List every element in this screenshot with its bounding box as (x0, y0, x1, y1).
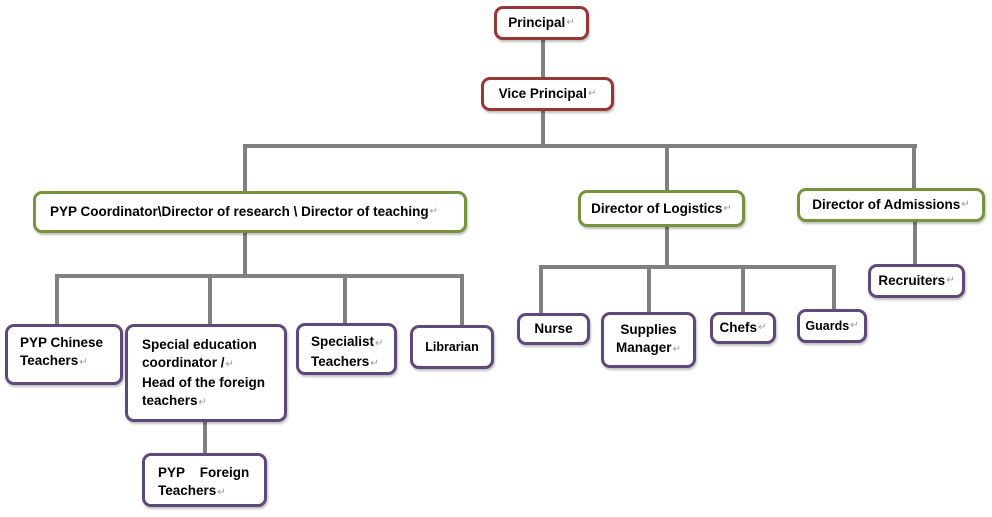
node-pyp-chinese-teachers: PYP Chinese Teachers↵ (5, 324, 123, 385)
node-nurse-label: Nurse (534, 321, 573, 336)
node-pyp-chinese-line2: Teachers (20, 353, 79, 368)
node-specialist-teachers: Specialist↵ Teachers↵ (296, 323, 397, 375)
node-pyp-coordinator: PYP Coordinator\Director of research \ D… (33, 191, 467, 233)
paragraph-mark: ↵ (672, 344, 681, 355)
connector-pyp-down (243, 232, 247, 276)
paragraph-mark: ↵ (961, 199, 970, 210)
node-special-education-coordinator: Special education coordinator /↵ Head of… (125, 324, 287, 422)
connector-to-chinese (55, 274, 59, 326)
node-librarian: Librarian (410, 325, 494, 369)
paragraph-mark: ↵ (587, 88, 597, 99)
connector-to-supplies (647, 265, 651, 315)
node-supplies-line1: Supplies (620, 322, 677, 337)
connector-logistics-down (665, 226, 669, 268)
node-specialist-line2: Teachers (311, 354, 370, 369)
connector-to-librarian (460, 274, 464, 326)
connector-pyp-bus (55, 274, 463, 278)
paragraph-mark: ↵ (429, 206, 438, 217)
node-pyp-coordinator-label: PYP Coordinator\Director of research \ D… (50, 204, 429, 219)
node-specialist-line1: Specialist (311, 334, 375, 349)
node-pyp-chinese-line1: PYP Chinese (20, 335, 104, 350)
node-guards: Guards↵ (797, 309, 867, 343)
node-librarian-label: Librarian (425, 340, 479, 354)
node-vice-principal: Vice Principal↵ (481, 77, 614, 111)
connector-to-nurse (539, 265, 543, 315)
connector-directors-bus (243, 144, 917, 148)
node-principal: Principal↵ (494, 6, 589, 40)
paragraph-mark: ↵ (946, 275, 955, 286)
node-director-admissions: Director of Admissions↵ (797, 188, 985, 222)
connector-principal-vp (541, 38, 545, 80)
node-recruiters-label: Recruiters (878, 273, 946, 288)
node-supplies-line2: Manager (616, 340, 672, 355)
paragraph-mark: ↵ (79, 357, 88, 368)
node-guards-label: Guards (805, 319, 850, 333)
connector-to-special-ed (208, 274, 212, 326)
connector-to-specialist (343, 274, 347, 324)
node-nurse: Nurse (517, 313, 590, 345)
node-pyp-foreign-teachers: PYP Foreign Teachers↵ (142, 453, 267, 507)
node-chefs-label: Chefs (719, 320, 758, 335)
connector-admissions-recruiters (913, 220, 917, 266)
node-recruiters: Recruiters↵ (868, 264, 965, 298)
connector-to-logistics (665, 144, 669, 192)
paragraph-mark: ↵ (375, 338, 384, 349)
node-special-ed-line2: coordinator / (142, 355, 225, 370)
connector-to-guards (832, 265, 836, 311)
connector-to-admissions (912, 144, 916, 190)
connector-logistics-bus (539, 265, 835, 269)
node-chefs: Chefs↵ (710, 312, 776, 344)
connector-to-chefs (741, 265, 745, 315)
paragraph-mark: ↵ (723, 202, 732, 214)
node-director-logistics-label: Director of Logistics (591, 200, 723, 216)
node-pyp-foreign-line1: PYP Foreign (158, 465, 250, 480)
node-director-logistics: Director of Logistics↵ (578, 190, 745, 227)
paragraph-mark: ↵ (566, 17, 575, 28)
paragraph-mark: ↵ (225, 359, 234, 370)
node-director-admissions-label: Director of Admissions (812, 197, 961, 212)
paragraph-mark: ↵ (370, 358, 379, 369)
paragraph-mark: ↵ (758, 322, 767, 333)
node-special-ed-line3: Head of the foreign (142, 375, 266, 390)
node-vice-principal-label: Vice Principal (498, 86, 587, 101)
node-special-ed-line1: Special education (142, 337, 257, 352)
connector-special-to-foreign (203, 420, 207, 456)
node-supplies-manager: Supplies Manager↵ (601, 312, 696, 368)
connector-to-pyp-coordinator (243, 144, 247, 192)
paragraph-mark: ↵ (217, 487, 226, 498)
node-special-ed-line4: teachers (142, 393, 198, 408)
connector-vp-down (541, 110, 545, 146)
node-pyp-foreign-line2: Teachers (158, 483, 217, 498)
node-principal-label: Principal (508, 15, 566, 30)
paragraph-mark: ↵ (198, 397, 207, 408)
paragraph-mark: ↵ (850, 320, 859, 331)
